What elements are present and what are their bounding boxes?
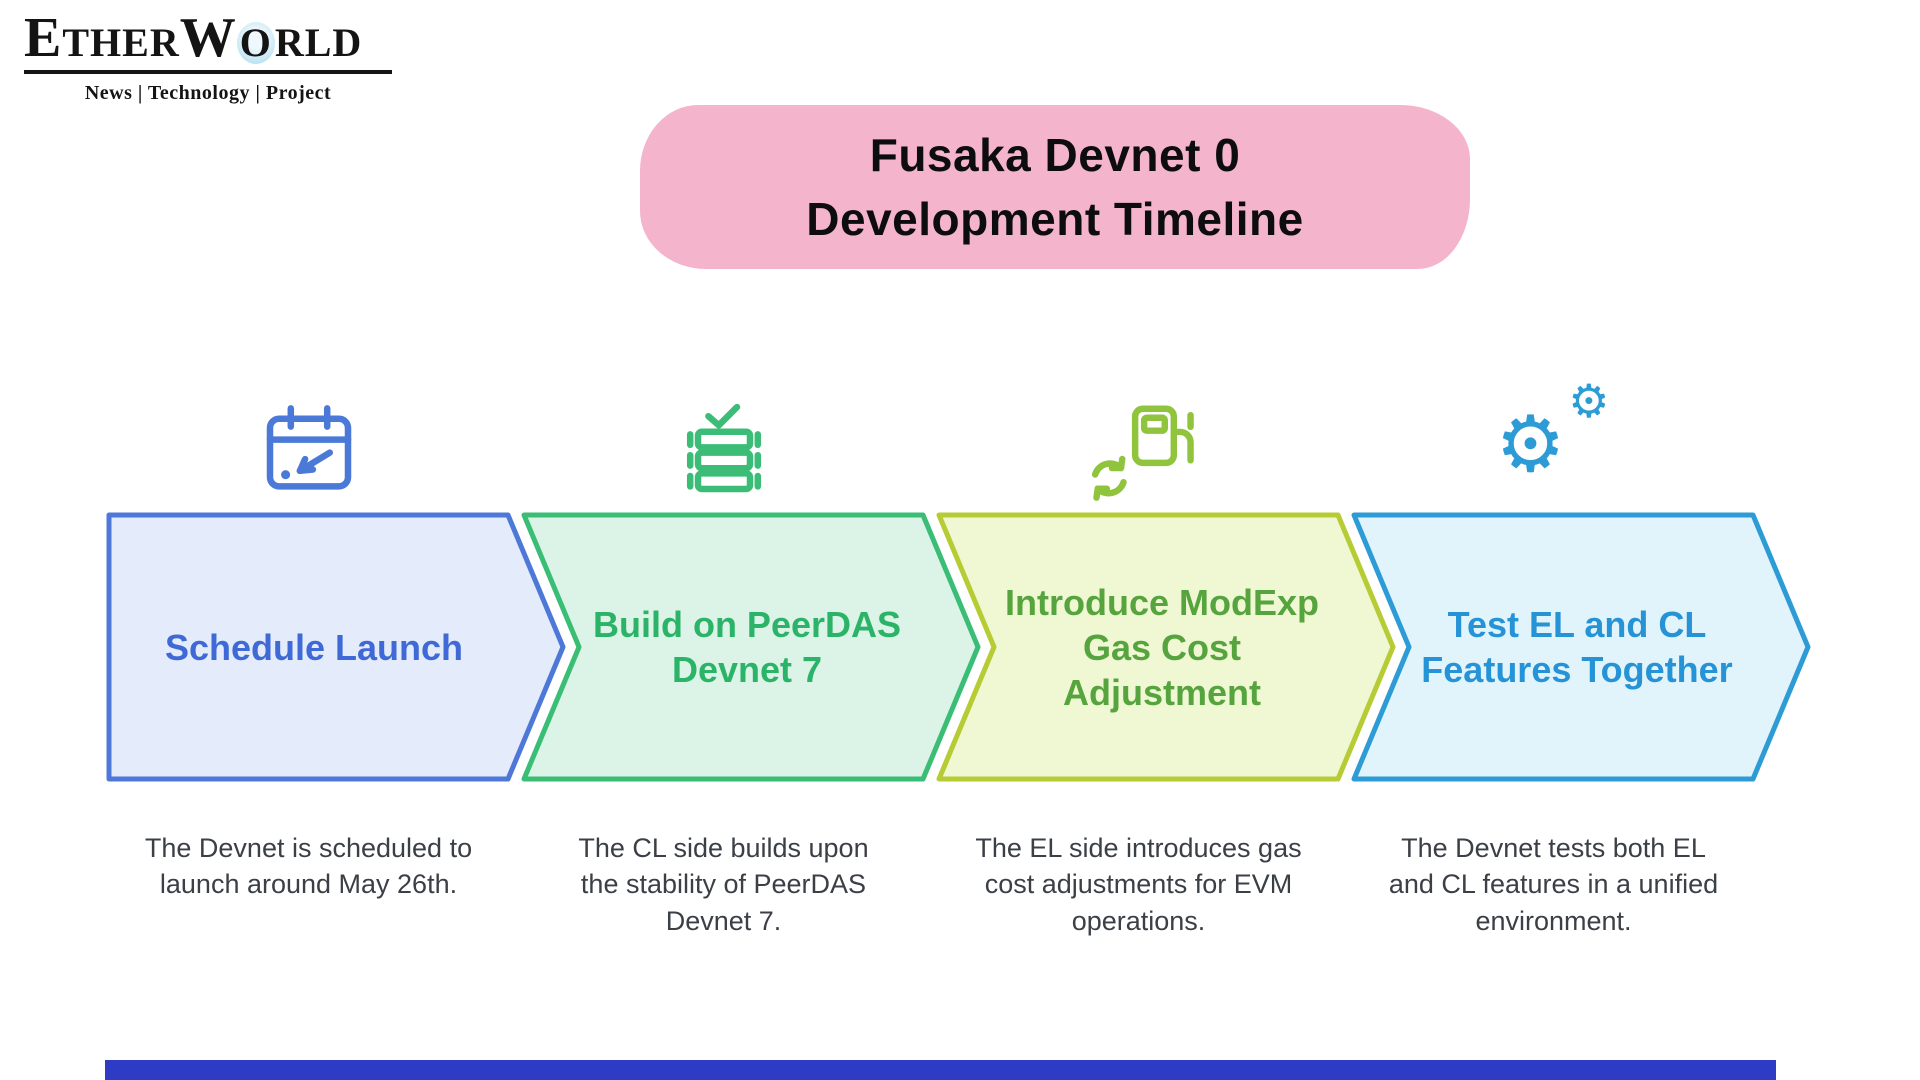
title-banner: Fusaka Devnet 0 Development Timeline <box>640 105 1470 269</box>
step-chevron: Schedule Launch <box>106 512 566 782</box>
step-title: Introduce ModExp Gas Cost Adjustment <box>1005 581 1319 713</box>
brand-underline <box>24 70 392 74</box>
title-line-1: Fusaka Devnet 0 <box>869 128 1241 181</box>
step-description: The Devnet tests both EL and CL features… <box>1388 833 1719 936</box>
large-gear-icon: ⚙ <box>1495 400 1566 490</box>
timeline: Schedule Launch The Devnet is scheduled … <box>106 360 1811 939</box>
server-stack-check-icon <box>521 360 981 502</box>
step-description: The CL side builds upon the stability of… <box>578 833 869 936</box>
step-title: Test EL and CL Features Together <box>1421 604 1733 690</box>
step-column-build-on-peerdas: Build on PeerDAS Devnet 7 The CL side bu… <box>521 360 981 939</box>
step-description: The Devnet is scheduled to launch around… <box>144 833 473 900</box>
brand-name: ETHERWORLD <box>24 10 424 66</box>
globe-o-icon: O <box>236 22 275 64</box>
step-chevron: Introduce ModExp Gas Cost Adjustment <box>936 512 1396 782</box>
gears-icon: ⚙ ⚙ <box>1351 360 1811 502</box>
step-chevron: Test EL and CL Features Together <box>1351 512 1811 782</box>
title-line-2: Development Timeline <box>806 193 1304 245</box>
brand-letter-w: W <box>179 7 237 69</box>
bottom-bar <box>105 1060 1776 1080</box>
calendar-arrow-icon <box>106 360 566 502</box>
step-chevron: Build on PeerDAS Devnet 7 <box>521 512 981 782</box>
step-column-modexp-gas: Introduce ModExp Gas Cost Adjustment The… <box>936 360 1396 939</box>
small-gear-icon: ⚙ <box>1568 374 1610 428</box>
step-title: Schedule Launch <box>164 626 464 668</box>
brand-tagline: News | Technology | Project <box>84 82 332 104</box>
step-description: The EL side introduces gas cost adjustme… <box>975 833 1302 936</box>
gas-pump-refresh-icon <box>936 360 1396 502</box>
step-column-schedule-launch: Schedule Launch The Devnet is scheduled … <box>106 360 566 939</box>
brand-letters-rld: RLD <box>274 20 363 65</box>
step-column-test-el-cl: ⚙ ⚙ Test EL and CL Features Together The… <box>1351 360 1811 939</box>
step-title: Build on PeerDAS Devnet 7 <box>592 604 902 690</box>
brand-letter-e: E <box>24 7 63 69</box>
brand-logo: ETHERWORLD News | Technology | Project <box>24 10 424 105</box>
brand-letters-ther: THER <box>62 20 180 65</box>
